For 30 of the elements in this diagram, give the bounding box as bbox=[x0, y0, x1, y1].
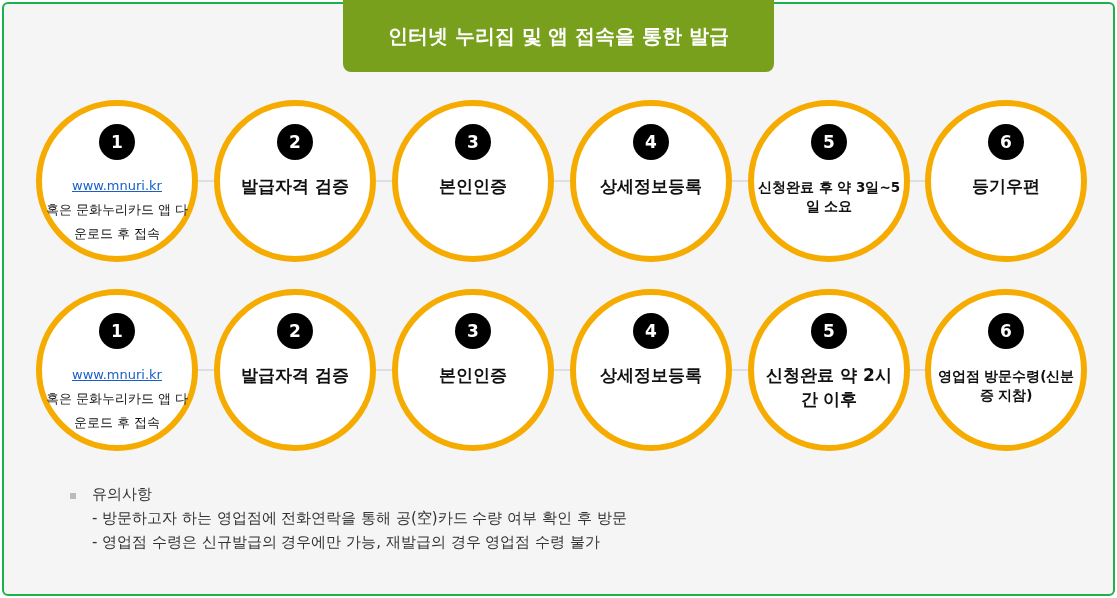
step-number: 3 bbox=[455, 124, 491, 160]
step-text: 발급자격 검증 bbox=[240, 364, 350, 387]
step-text: 본인인증 bbox=[438, 175, 508, 198]
step-text: 혹은 문화누리카드 앱 다운로드 후 접속 bbox=[44, 390, 190, 432]
title-tab: 인터넷 누리집 및 앱 접속을 통한 발급 bbox=[343, 0, 774, 72]
step-number: 5 bbox=[811, 313, 847, 349]
step-text: 영업점 방문수령(신분증 지참) bbox=[936, 367, 1076, 405]
step-text: 상세정보등록 bbox=[599, 175, 703, 198]
note-text: - 방문하고자 하는 영업점에 전화연락을 통해 공(空)카드 수량 여부 확인 후 방문 bbox=[92, 509, 627, 528]
step-text: 본인인증 bbox=[438, 364, 508, 387]
step-number: 3 bbox=[455, 313, 491, 349]
step-text: 상세정보등록 bbox=[599, 364, 703, 387]
web-link: www.mnuri.kr bbox=[71, 178, 163, 193]
step-number: 6 bbox=[988, 313, 1024, 349]
step-number: 4 bbox=[633, 124, 669, 160]
step-text: 신청완료 후 약 3일~5일 소요 bbox=[756, 178, 902, 216]
step-number: 1 bbox=[99, 124, 135, 160]
step-number: 2 bbox=[277, 313, 313, 349]
step-number: 5 bbox=[811, 124, 847, 160]
step-text: 발급자격 검증 bbox=[240, 175, 350, 198]
note-text: - 영업점 수령은 신규발급의 경우에만 가능, 재발급의 경우 영업점 수령 불가 bbox=[92, 533, 600, 552]
step-text: 등기우편 bbox=[971, 175, 1041, 198]
notes-heading: 유의사항 bbox=[92, 485, 152, 504]
step-text: 혹은 문화누리카드 앱 다운로드 후 접속 bbox=[44, 201, 190, 243]
step-number: 1 bbox=[99, 313, 135, 349]
step-number: 6 bbox=[988, 124, 1024, 160]
step-number: 2 bbox=[277, 124, 313, 160]
step-number: 4 bbox=[633, 313, 669, 349]
web-link: www.mnuri.kr bbox=[71, 367, 163, 382]
step-text: 신청완료 약 2시간 이후 bbox=[765, 364, 893, 411]
